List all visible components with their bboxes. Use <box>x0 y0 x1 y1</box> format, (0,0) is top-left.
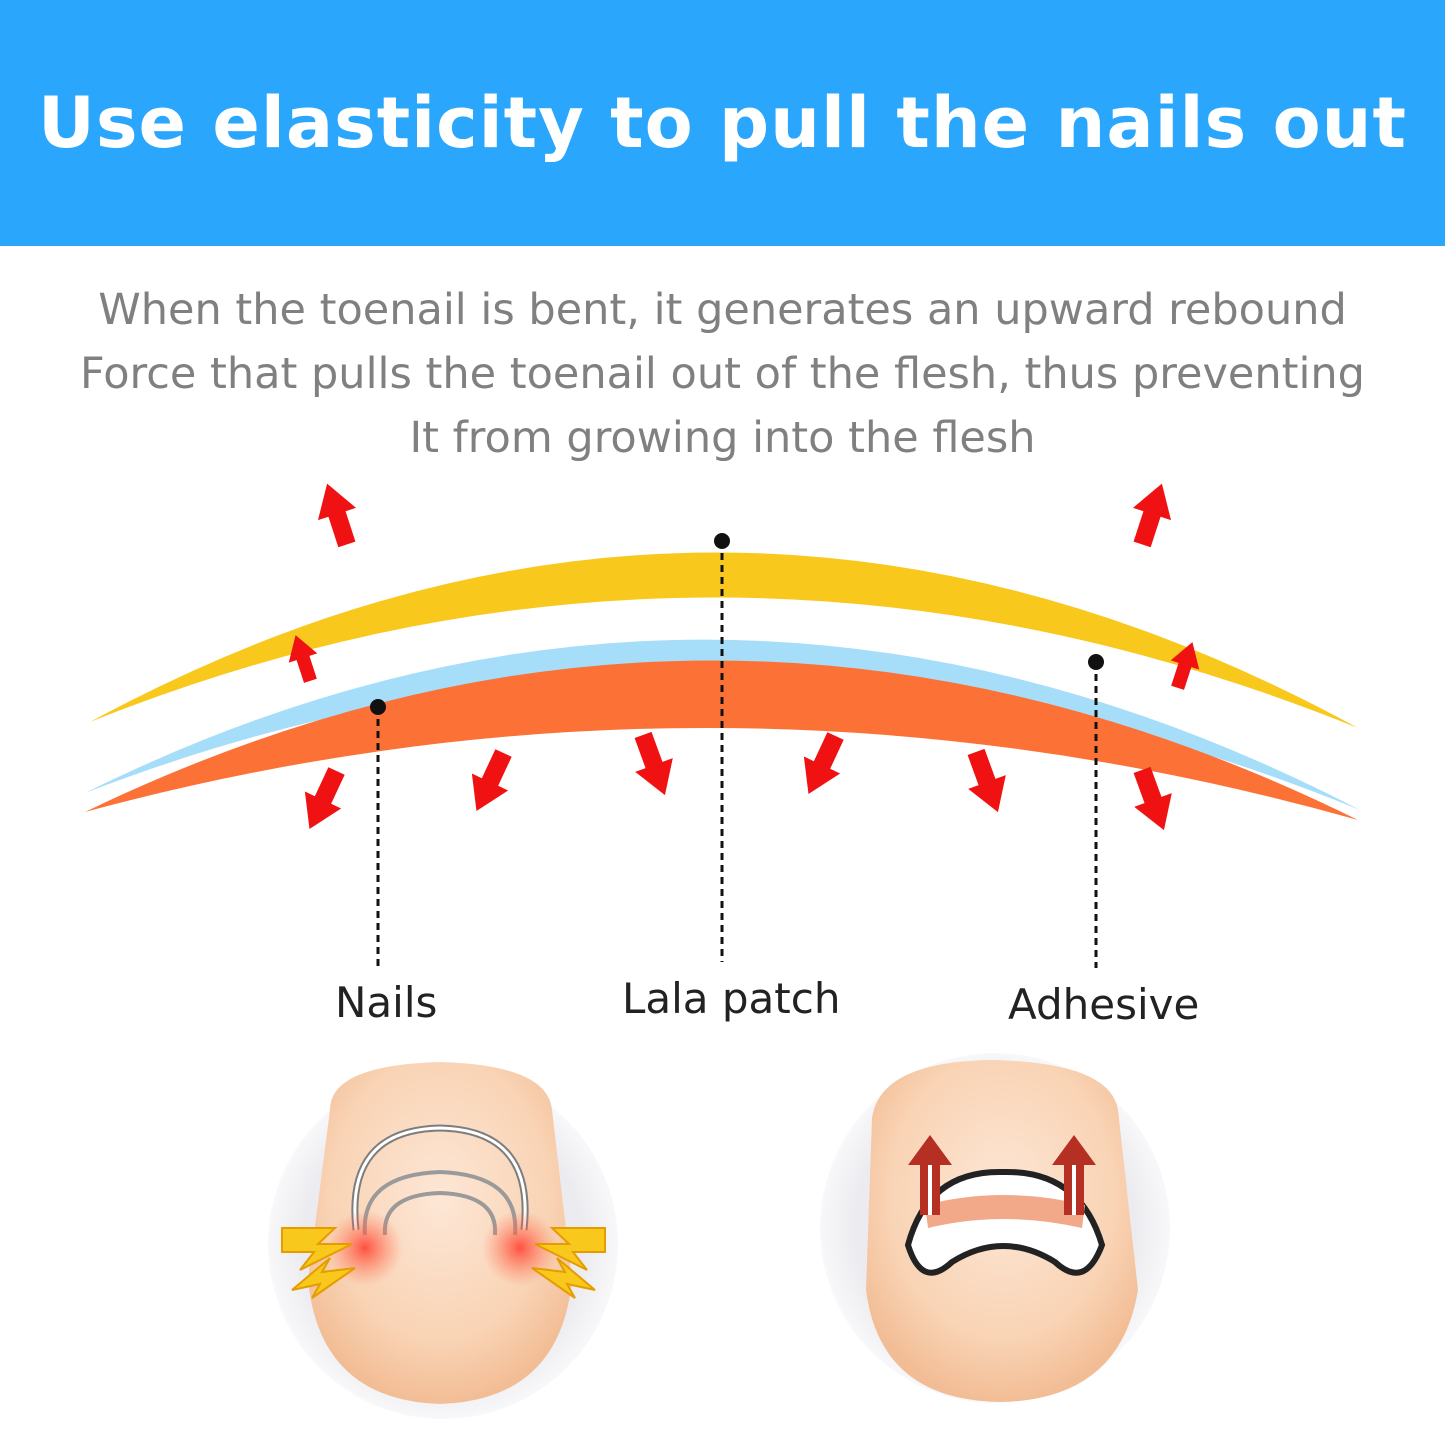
up-arrow-icon <box>1123 477 1181 551</box>
down-arrow-icon <box>790 727 854 803</box>
patch-leader-dot <box>714 533 730 549</box>
description: When the toenail is bent, it generates a… <box>40 278 1405 470</box>
header-banner: Use elasticity to pull the nails out <box>0 0 1445 246</box>
adhesive-leader-dot <box>1088 654 1104 670</box>
description-line-3: It from growing into the flesh <box>409 413 1036 463</box>
down-arrow-icon <box>291 762 355 838</box>
corrected-toe-illustration <box>820 1053 1170 1403</box>
lala-patch-label: Lala patch <box>622 974 841 1023</box>
up-arrow-icon <box>308 477 366 551</box>
nails-leader-dot <box>370 699 386 715</box>
page-title: Use elasticity to pull the nails out <box>38 82 1407 164</box>
description-line-1: When the toenail is bent, it generates a… <box>98 285 1347 335</box>
ingrown-toe-illustration <box>268 1062 618 1419</box>
lightning-icon <box>291 1257 356 1299</box>
down-arrow-icon <box>458 744 522 820</box>
lightning-icon <box>534 1227 606 1271</box>
lightning-icon <box>531 1257 596 1299</box>
adhesive-label: Adhesive <box>1008 980 1200 1029</box>
lala-patch-layer <box>90 552 1358 728</box>
nail-layer <box>85 660 1358 820</box>
description-line-2: Force that pulls the toenail out of the … <box>80 349 1365 399</box>
down-arrow-icon <box>624 728 684 802</box>
nails-label: Nails <box>335 978 438 1027</box>
adhesive-layer <box>85 639 1360 810</box>
down-arrow-icon <box>957 745 1017 819</box>
lightning-icon <box>281 1227 353 1271</box>
